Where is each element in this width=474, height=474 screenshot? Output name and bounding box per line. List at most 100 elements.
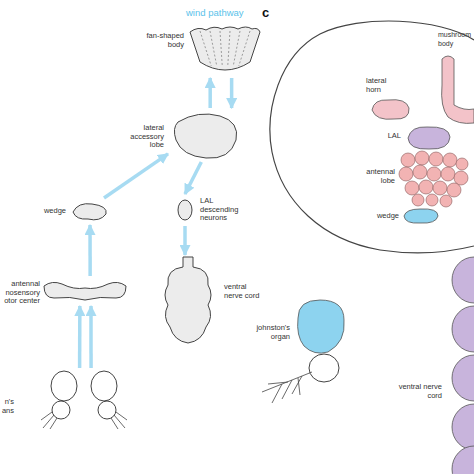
region-label: wedge bbox=[34, 207, 66, 216]
outline-path bbox=[200, 31, 211, 66]
region-label: n's ans bbox=[0, 398, 14, 415]
outline-path bbox=[419, 180, 433, 194]
region-label: ventral nerve cord bbox=[224, 283, 262, 300]
outline-path bbox=[52, 401, 70, 419]
node-outline bbox=[402, 207, 440, 225]
outline-path bbox=[44, 282, 126, 300]
outline-path bbox=[454, 171, 468, 185]
antenna-segment bbox=[309, 354, 339, 382]
antenna-pair: n's ans bbox=[40, 368, 128, 430]
node-outline bbox=[436, 55, 474, 140]
sensory-organ: johnston's organ bbox=[292, 298, 348, 355]
outline-path bbox=[51, 371, 77, 401]
outline-path bbox=[111, 412, 127, 429]
outline-path bbox=[427, 167, 441, 181]
brain-region: lateral horn bbox=[368, 96, 412, 122]
brain-region: wedge bbox=[402, 207, 440, 225]
region-label: fan-shaped body bbox=[138, 32, 184, 49]
outline-path bbox=[233, 31, 240, 66]
region-label: lateral accessory lobe bbox=[126, 124, 164, 150]
neuron-group: LAL descending neurons bbox=[172, 194, 198, 226]
region-label: johnston's organ bbox=[250, 324, 290, 341]
node-outline bbox=[446, 255, 474, 474]
region-label: LAL bbox=[379, 132, 401, 141]
outline-path bbox=[372, 100, 409, 120]
brain-region: LAL bbox=[405, 122, 452, 152]
outline-path bbox=[412, 194, 424, 206]
brain-outline bbox=[270, 21, 474, 253]
outline-path bbox=[433, 181, 447, 195]
nerve-cord-shape: ventral nerve cord bbox=[158, 255, 218, 345]
region-label: mushroom body bbox=[438, 31, 474, 48]
region-label: antennal nosensory otor center bbox=[0, 280, 40, 306]
outline-path bbox=[91, 371, 117, 401]
outline-path bbox=[405, 181, 419, 195]
brain-region: mushroom body bbox=[436, 55, 474, 140]
outline-path bbox=[401, 153, 415, 167]
pathway-arrow bbox=[89, 306, 93, 368]
outline-path bbox=[452, 355, 474, 401]
panel-letter: c bbox=[262, 5, 269, 20]
outline-path bbox=[41, 412, 57, 429]
outline-path bbox=[399, 167, 413, 181]
region-label: wedge bbox=[370, 212, 399, 221]
outline-path bbox=[452, 404, 474, 450]
outline-path bbox=[429, 152, 443, 166]
outline-path bbox=[178, 200, 192, 220]
outline-path bbox=[98, 401, 116, 419]
outline-path bbox=[456, 158, 468, 170]
pathway-arrow bbox=[104, 154, 168, 198]
outline-path bbox=[426, 194, 438, 206]
outline-path bbox=[408, 127, 450, 149]
region-label: LAL descending neurons bbox=[200, 197, 242, 223]
node-outline bbox=[168, 108, 242, 162]
node-outline bbox=[70, 198, 110, 225]
outline-path bbox=[443, 153, 457, 167]
neuropil-shape: antennal nosensory otor center bbox=[42, 276, 128, 306]
outline-path bbox=[239, 31, 250, 66]
node-outline bbox=[405, 122, 452, 152]
region-label: lateral horn bbox=[366, 77, 396, 94]
outline-path bbox=[165, 257, 211, 343]
neuropil-shape: fan-shaped body bbox=[188, 24, 262, 78]
pathway-arrow bbox=[88, 225, 92, 276]
node-outline bbox=[398, 150, 470, 207]
outline-path bbox=[190, 27, 260, 70]
panel-title: wind pathway bbox=[186, 7, 244, 18]
outline-path bbox=[404, 209, 438, 223]
outline-path bbox=[452, 446, 474, 474]
outline-path bbox=[447, 183, 461, 197]
outline-path bbox=[298, 300, 345, 353]
outline-path bbox=[441, 167, 455, 181]
outline-path bbox=[452, 306, 474, 352]
outline-path bbox=[228, 31, 230, 66]
outline-path bbox=[440, 195, 452, 207]
outline-path bbox=[210, 31, 217, 66]
arista bbox=[262, 372, 312, 403]
node-outline bbox=[292, 298, 348, 355]
outline-path bbox=[220, 31, 222, 66]
outline-path bbox=[415, 151, 429, 165]
outline-path bbox=[442, 56, 474, 123]
nerve-cord-shape: ventral nerve cord bbox=[446, 255, 474, 474]
outline-path bbox=[73, 204, 106, 220]
neuropil-shape: lateral accessory lobe bbox=[168, 108, 242, 162]
pathway-arrow bbox=[183, 226, 187, 255]
pathway-arrow bbox=[208, 78, 212, 108]
node-outline bbox=[188, 24, 262, 78]
node-outline bbox=[40, 368, 128, 430]
outline-path bbox=[452, 257, 474, 303]
neuropil-shape: wedge bbox=[70, 198, 110, 225]
outline-path bbox=[174, 114, 236, 158]
brain-region: antennal lobe bbox=[398, 150, 470, 207]
pathway-arrow bbox=[78, 306, 82, 368]
pathway-arrow bbox=[230, 78, 234, 108]
region-label: antennal lobe bbox=[360, 168, 395, 185]
pathway-arrow bbox=[185, 162, 201, 194]
node-outline bbox=[158, 255, 218, 345]
node-outline bbox=[42, 276, 128, 306]
region-label: ventral nerve cord bbox=[392, 383, 442, 400]
